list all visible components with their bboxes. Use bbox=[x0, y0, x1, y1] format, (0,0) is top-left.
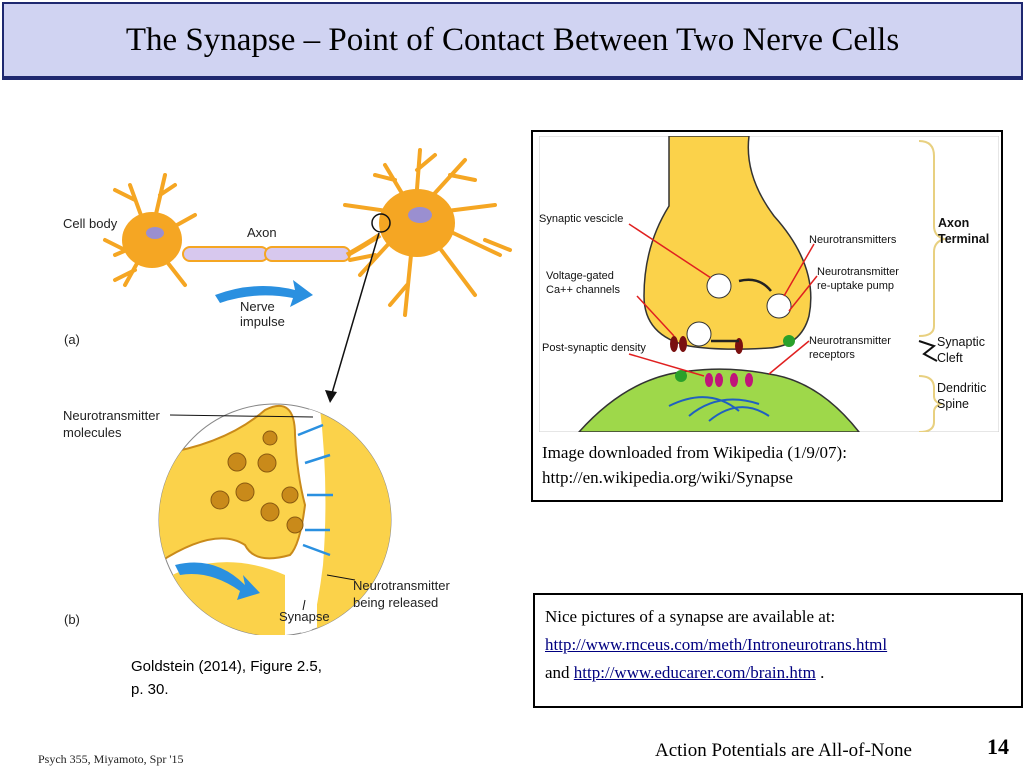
goldstein-caption: Goldstein (2014), Figure 2.5, p. 30. bbox=[131, 655, 322, 701]
label-dendritic-spine-2: Spine bbox=[937, 397, 969, 411]
label-vg-channels-2: Ca++ channels bbox=[546, 284, 620, 296]
label-cell-body: Cell body bbox=[63, 216, 118, 231]
label-receptors-1: Neurotransmitter bbox=[809, 335, 891, 347]
label-axon: Axon bbox=[247, 225, 277, 240]
label-synaptic-cleft-1: Synaptic bbox=[937, 335, 985, 349]
title-bar: The Synapse – Point of Contact Between T… bbox=[2, 2, 1023, 80]
page-number: 14 bbox=[987, 734, 1009, 759]
slide-title: The Synapse – Point of Contact Between T… bbox=[125, 21, 900, 58]
label-dendritic-spine-1: Dendritic bbox=[937, 381, 987, 395]
label-post-synaptic-density: Post-synaptic density bbox=[542, 342, 646, 354]
links-box: Nice pictures of a synapse are available… bbox=[533, 593, 1023, 708]
links-and: and bbox=[545, 663, 570, 682]
label-panel-b: (b) bbox=[64, 612, 80, 627]
label-synaptic-vescicle: Synaptic vescicle bbox=[539, 213, 624, 225]
links-intro: Nice pictures of a synapse are available… bbox=[545, 607, 836, 626]
caption-line-1: Goldstein (2014), Figure 2.5, bbox=[131, 658, 322, 675]
links-period: . bbox=[820, 663, 825, 682]
label-vg-channels-1: Voltage-gated bbox=[546, 270, 614, 282]
label-panel-a: (a) bbox=[64, 332, 80, 347]
label-axon-terminal-2: Terminal bbox=[938, 232, 990, 246]
wiki-caption-line-1: Image downloaded from Wikipedia (1/9/07)… bbox=[542, 443, 847, 462]
wikipedia-figure-box: Synaptic vescicle Voltage-gated Ca++ cha… bbox=[531, 130, 1003, 502]
wiki-caption: Image downloaded from Wikipedia (1/9/07)… bbox=[542, 440, 847, 490]
label-nerve-2: impulse bbox=[240, 314, 285, 329]
synapse-diagram bbox=[539, 136, 999, 432]
neuron-illustration bbox=[103, 148, 512, 637]
label-nerve-1: Nerve bbox=[240, 299, 275, 314]
link-rnceus[interactable]: http://www.rnceus.com/meth/Introneurotra… bbox=[545, 635, 888, 654]
label-reuptake-2: re-uptake pump bbox=[817, 280, 895, 292]
caption-line-2: p. 30. bbox=[131, 681, 169, 698]
goldstein-figure: Cell body Axon Nerve impulse (a) Neurotr… bbox=[55, 145, 515, 637]
label-axon-terminal-1: Axon bbox=[938, 216, 970, 230]
label-nt-molecules-1: Neurotransmitter bbox=[63, 408, 160, 423]
label-nt-released-1: Neurotransmitter bbox=[353, 578, 450, 593]
label-synaptic-cleft-2: Cleft bbox=[937, 351, 963, 365]
label-neurotransmitters: Neurotransmitters bbox=[809, 234, 897, 246]
label-reuptake-1: Neurotransmitter bbox=[817, 266, 899, 278]
label-nt-released-2: being released bbox=[353, 595, 439, 610]
footer-topic: Action Potentials are All-of-None bbox=[655, 740, 912, 761]
label-nt-molecules-2: molecules bbox=[63, 425, 122, 440]
footer-course: Psych 355, Miyamoto, Spr '15 bbox=[38, 752, 184, 766]
label-receptors-2: receptors bbox=[809, 349, 855, 361]
wiki-caption-line-2: http://en.wikipedia.org/wiki/Synapse bbox=[542, 468, 793, 487]
label-synapse: Synapse bbox=[279, 609, 330, 624]
link-educarer[interactable]: http://www.educarer.com/brain.htm bbox=[573, 663, 816, 682]
